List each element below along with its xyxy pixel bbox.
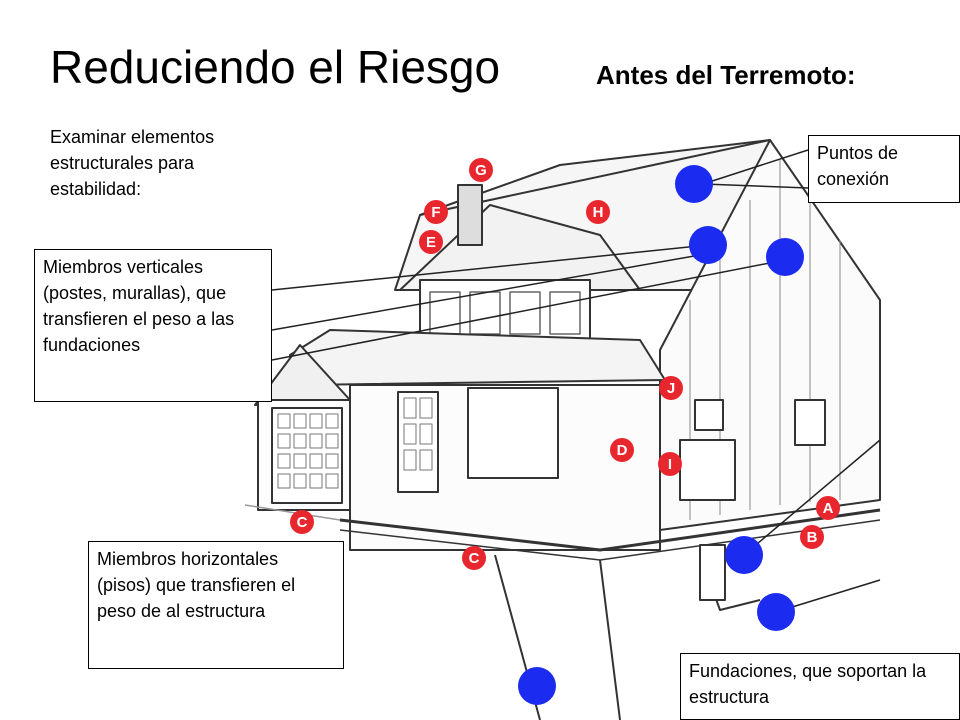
intro-text: Examinar elementos estructurales para es… (50, 127, 215, 199)
svg-text:J: J (667, 380, 675, 397)
svg-text:E: E (426, 234, 436, 251)
marker-d: D (610, 438, 634, 462)
blue-dot (689, 226, 727, 264)
callout-connection-points: Puntos de conexión (808, 135, 960, 203)
callout-foundations: Fundaciones, que soportan la estructura (680, 653, 960, 720)
side-window (794, 399, 826, 446)
svg-text:C: C (297, 514, 308, 531)
interior-window (694, 399, 724, 431)
blue-dot (725, 536, 763, 574)
blue-dot (675, 165, 713, 203)
marker-g: G (469, 158, 493, 182)
marker-e: E (419, 230, 443, 254)
svg-text:D: D (617, 442, 628, 459)
blue-dot (518, 667, 556, 705)
marker-i: I (658, 452, 682, 476)
chimney (457, 184, 483, 246)
meter (699, 544, 726, 601)
blue-dot (757, 593, 795, 631)
marker-c-left: C (290, 510, 314, 534)
marker-b: B (800, 525, 824, 549)
callout-vertical-members: Miembros verticales (postes, murallas), … (34, 249, 272, 402)
svg-text:A: A (823, 500, 834, 517)
page-subtitle: Antes del Terremoto: (596, 60, 856, 90)
dormer-windows (419, 279, 591, 341)
floor-platform (339, 508, 881, 552)
page-title: Reduciendo el Riesgo (50, 41, 501, 93)
marker-a: A (816, 496, 840, 520)
marker-h: H (586, 200, 610, 224)
svg-text:I: I (668, 456, 672, 473)
interior-panel (679, 439, 736, 501)
marker-j: J (659, 376, 683, 400)
garage-door (271, 407, 343, 504)
front-window (467, 387, 559, 479)
marker-c-center: C (462, 546, 486, 570)
marker-f: F (424, 200, 448, 224)
ground (244, 504, 341, 521)
callout-horizontal-members: Miembros horizontales (pisos) que transf… (88, 541, 344, 669)
svg-text:F: F (431, 204, 440, 221)
svg-text:B: B (807, 529, 818, 546)
porch-roof (289, 329, 666, 386)
front-door (397, 391, 439, 493)
svg-text:G: G (475, 162, 487, 179)
letter-markers: G F E H J D I A B C C (290, 158, 840, 570)
blue-dot (766, 238, 804, 276)
svg-text:H: H (593, 204, 604, 221)
connection-dots (518, 165, 804, 705)
svg-text:C: C (469, 550, 480, 567)
